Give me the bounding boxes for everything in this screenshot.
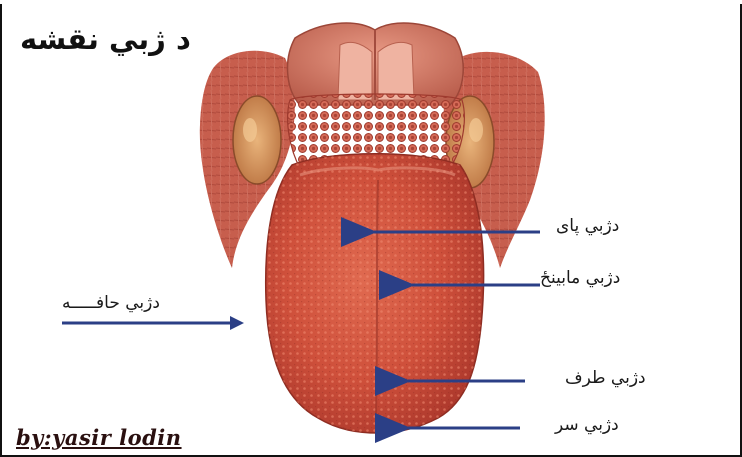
- label-tongue-edge: دژبي حافـــــه: [62, 293, 160, 313]
- diagram-title: د ژبي نقشه: [20, 22, 191, 56]
- label-tongue-middle: دژبي مابينځ: [540, 268, 620, 288]
- left-tonsil: [233, 96, 281, 184]
- epiglottis: [288, 23, 464, 105]
- label-tongue-tip: دژبي سر: [554, 415, 619, 435]
- arrow-edge: [62, 316, 244, 330]
- author-credit: by:yasir lodin: [16, 425, 182, 450]
- tongue-body: [266, 154, 484, 433]
- label-tongue-base: دژبي پاى: [556, 216, 619, 236]
- label-tongue-side: دژبي طرف: [565, 368, 646, 388]
